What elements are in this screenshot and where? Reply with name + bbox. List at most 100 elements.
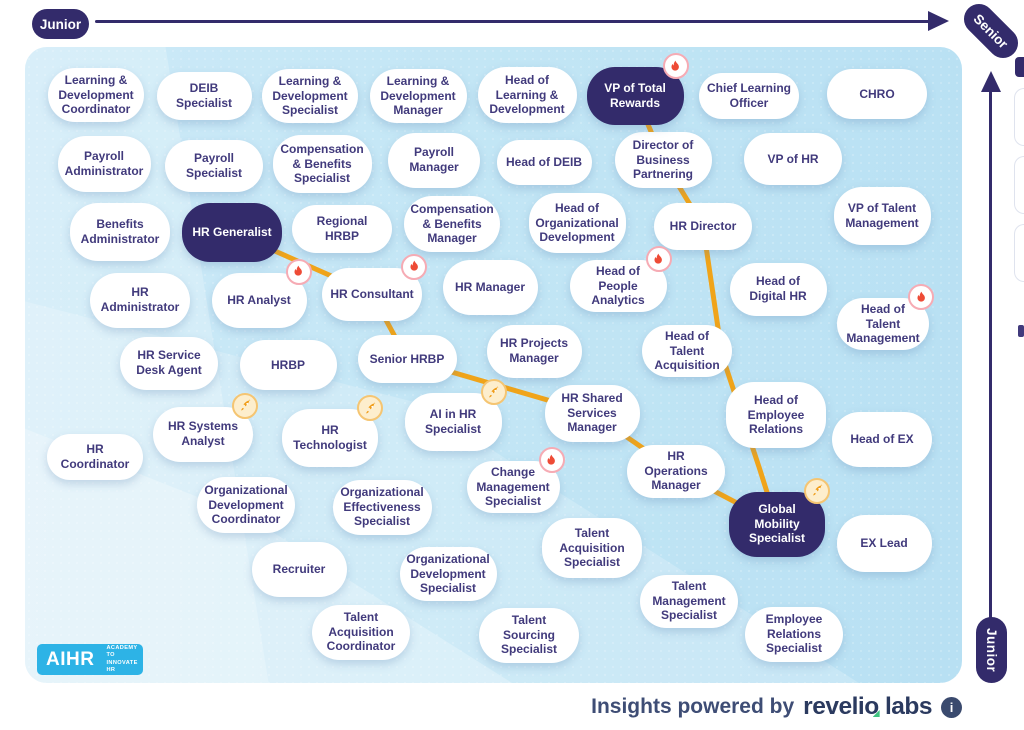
map-node-payroll-manager[interactable]: Payroll Manager	[388, 132, 480, 188]
map-node-label: AI in HR Specialist	[424, 407, 482, 436]
map-node-label: EX Lead	[860, 535, 908, 550]
map-node-hr-administrator[interactable]: HR Administrator	[90, 272, 190, 328]
flame-icon	[645, 246, 672, 272]
map-node-hr-projects-manager[interactable]: HR Projects Manager	[486, 324, 582, 378]
map-node-hr-analyst[interactable]: HR Analyst	[211, 258, 312, 328]
map-node-payroll-specialist[interactable]: Payroll Specialist	[165, 140, 263, 192]
revelio-labs-logo: revelio labs	[803, 693, 932, 720]
top-axis-arrowhead-icon	[928, 11, 949, 31]
map-node-hr-director[interactable]: HR Director	[654, 202, 752, 250]
map-node-head-of-organizational-development[interactable]: Head of Organizational Development	[528, 193, 626, 253]
map-node-director-of-business-partnering[interactable]: Director of Business Partnering	[614, 132, 712, 188]
map-node-label: Talent Sourcing Specialist	[500, 613, 558, 657]
map-node-learning-development-specialist[interactable]: Learning & Development Specialist	[262, 69, 358, 123]
map-node-organizational-effectiveness-specialist[interactable]: Organizational Effectiveness Specialist	[332, 479, 432, 535]
map-node-chro[interactable]: CHRO	[827, 69, 927, 119]
map-node-hr-shared-services-manager[interactable]: HR Shared Services Manager	[544, 384, 640, 442]
map-node-regional-hrbp[interactable]: Regional HRBP	[292, 205, 392, 253]
map-node-employee-relations-specialist[interactable]: Employee Relations Specialist	[745, 606, 843, 662]
map-node-label: Organizational Effectiveness Specialist	[340, 485, 424, 529]
map-node-head-of-digital-hr[interactable]: Head of Digital HR	[729, 262, 827, 316]
map-node-hr-technologist[interactable]: HR Technologist	[282, 395, 383, 467]
map-node-label: CHRO	[859, 86, 895, 101]
cutoff-dark-fragment	[1015, 57, 1024, 77]
map-node-head-of-people-analytics[interactable]: Head of People Analytics	[569, 246, 672, 312]
insights-text: Insights powered by	[591, 695, 795, 718]
map-node-hr-generalist[interactable]: HR Generalist	[182, 202, 282, 262]
info-icon[interactable]: i	[941, 696, 962, 718]
map-node-label: Global Mobility Specialist	[748, 502, 806, 546]
map-node-label: Chief Learning Officer	[707, 81, 792, 110]
map-node-talent-acquisition-coordinator[interactable]: Talent Acquisition Coordinator	[312, 604, 410, 660]
map-node-label: Regional HRBP	[316, 214, 368, 243]
map-node-head-of-deib[interactable]: Head of DEIB	[496, 139, 592, 185]
map-node-vp-of-hr[interactable]: VP of HR	[744, 133, 842, 185]
map-node-head-of-talent-acquisition[interactable]: Head of Talent Acquisition	[642, 325, 732, 377]
map-node-talent-acquisition-specialist[interactable]: Talent Acquisition Specialist	[542, 518, 642, 578]
right-axis-arrowhead-icon	[981, 71, 1001, 92]
flame-icon	[285, 258, 312, 285]
rocket-icon	[357, 395, 383, 421]
map-node-label: Learning & Development Coordinator	[58, 73, 134, 117]
flame-icon	[401, 253, 427, 280]
map-node-deib-specialist[interactable]: DEIB Specialist	[156, 72, 252, 120]
map-node-label: HRBP	[270, 357, 305, 372]
map-node-label: Head of DEIB	[505, 154, 582, 169]
map-node-organizational-development-specialist[interactable]: Organizational Development Specialist	[399, 547, 497, 601]
map-node-label: HR Coordinator	[60, 442, 130, 471]
map-node-senior-hrbp[interactable]: Senior HRBP	[357, 335, 457, 383]
map-node-benefits-administrator[interactable]: Benefits Administrator	[70, 203, 170, 261]
map-node-label: HR Analyst	[227, 292, 291, 307]
map-node-chief-learning-officer[interactable]: Chief Learning Officer	[699, 73, 799, 119]
map-node-label: Learning & Development Manager	[380, 74, 456, 118]
map-node-head-of-employee-relations[interactable]: Head of Employee Relations	[726, 382, 826, 448]
map-node-label: Change Management Specialist	[476, 465, 550, 509]
aihr-logo-subtitle: ACADEMY TO INNOVATE HR	[106, 644, 138, 673]
map-node-learning-development-manager[interactable]: Learning & Development Manager	[369, 69, 467, 123]
map-node-label: VP of Talent Management	[845, 201, 919, 230]
map-node-label: Learning & Development Specialist	[272, 74, 348, 118]
map-node-hr-service-desk-agent[interactable]: HR Service Desk Agent	[120, 336, 218, 390]
map-node-organizational-development-coordinator[interactable]: Organizational Development Coordinator	[197, 477, 295, 533]
map-node-label: Head of Talent Acquisition	[654, 329, 720, 373]
map-node-global-mobility-specialist[interactable]: Global Mobility Specialist	[729, 477, 830, 557]
map-node-hr-manager[interactable]: HR Manager	[442, 259, 538, 315]
map-node-label: HR Operations Manager	[644, 449, 708, 493]
map-node-label: Payroll Administrator	[64, 149, 144, 178]
flame-icon	[662, 53, 689, 79]
map-node-head-of-ex[interactable]: Head of EX	[832, 411, 932, 467]
map-node-recruiter[interactable]: Recruiter	[251, 541, 347, 597]
map-node-learning-development-coordinator[interactable]: Learning & Development Coordinator	[48, 68, 144, 122]
map-node-label: HR Consultant	[330, 286, 414, 301]
map-node-hr-coordinator[interactable]: HR Coordinator	[47, 434, 143, 480]
top-axis-junior-label: Junior	[32, 9, 89, 39]
map-node-vp-of-total-rewards[interactable]: VP of Total Rewards	[586, 53, 689, 125]
map-node-label: HR Systems Analyst	[167, 419, 239, 448]
map-node-compensation-benefits-manager[interactable]: Compensation & Benefits Manager	[404, 196, 500, 252]
top-axis-senior-label: Senior	[957, 0, 1024, 65]
map-node-ai-in-hr-specialist[interactable]: AI in HR Specialist	[404, 379, 507, 451]
cutoff-legend-box	[1014, 88, 1024, 146]
map-node-hr-consultant[interactable]: HR Consultant	[322, 253, 427, 321]
map-node-talent-management-specialist[interactable]: Talent Management Specialist	[640, 574, 738, 628]
map-node-label: HR Administrator	[100, 285, 180, 314]
rocket-icon	[480, 379, 507, 405]
map-node-hr-systems-analyst[interactable]: HR Systems Analyst	[153, 392, 258, 462]
aihr-logo: AIHR ACADEMY TO INNOVATE HR	[37, 644, 143, 675]
map-node-head-of-learning-development[interactable]: Head of Learning & Development	[477, 67, 577, 123]
map-node-label: HR Service Desk Agent	[136, 348, 202, 377]
map-node-hr-operations-manager[interactable]: HR Operations Manager	[627, 444, 725, 498]
map-node-payroll-administrator[interactable]: Payroll Administrator	[57, 136, 151, 192]
map-node-vp-of-talent-management[interactable]: VP of Talent Management	[833, 187, 931, 245]
map-node-label: HR Technologist	[293, 423, 367, 452]
map-node-compensation-benefits-specialist[interactable]: Compensation & Benefits Specialist	[272, 135, 372, 193]
map-node-change-management-specialist[interactable]: Change Management Specialist	[466, 447, 565, 513]
map-node-talent-sourcing-specialist[interactable]: Talent Sourcing Specialist	[479, 607, 579, 663]
map-node-head-of-talent-management[interactable]: Head of Talent Management	[837, 284, 934, 350]
rocket-icon	[804, 477, 830, 504]
map-node-label: Recruiter	[272, 561, 326, 576]
map-node-hrbp[interactable]: HRBP	[239, 340, 337, 390]
map-node-ex-lead[interactable]: EX Lead	[836, 514, 932, 572]
map-node-label: Head of Organizational Development	[535, 201, 619, 245]
map-node-label: Compensation & Benefits Manager	[410, 202, 494, 246]
